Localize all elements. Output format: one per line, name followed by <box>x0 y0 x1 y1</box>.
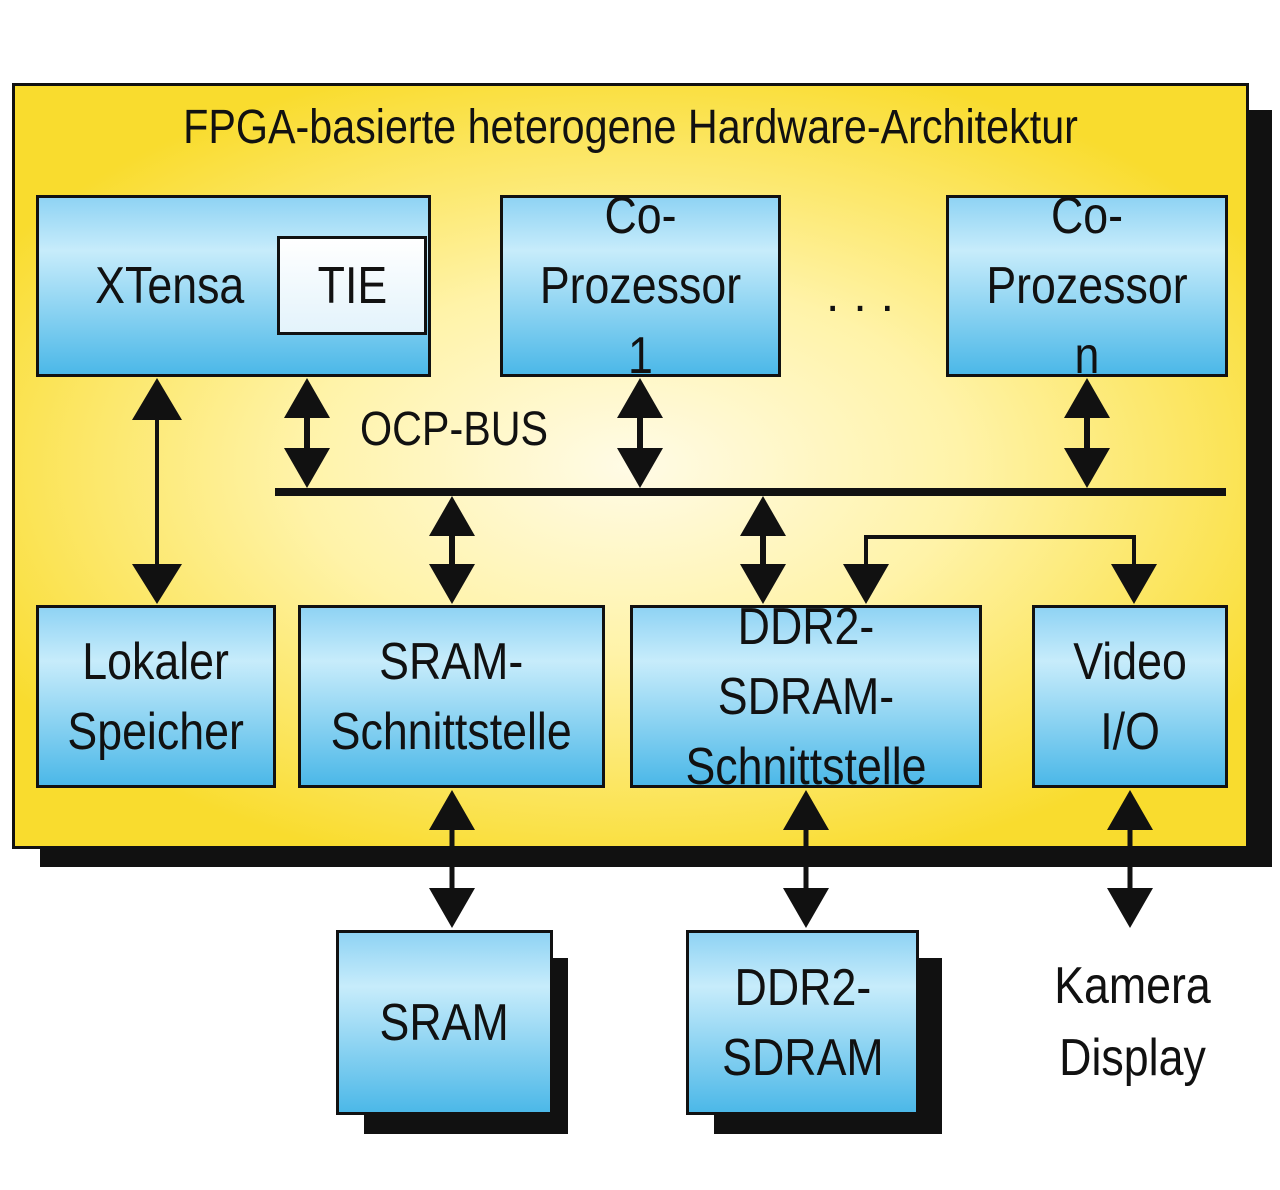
lokaler-speicher-label: Lokaler Speicher <box>67 632 245 761</box>
arrow-down <box>132 564 182 604</box>
arrow-down <box>617 448 663 488</box>
coprozessor-n-label: Co- Prozessor n <box>986 187 1188 385</box>
arrow-down <box>1064 448 1110 488</box>
arrow-down <box>843 564 889 604</box>
video-ddr2-link <box>864 535 1136 566</box>
ddr2-sdram-block: DDR2- SDRAM <box>686 930 919 1115</box>
arrow-down <box>429 564 475 604</box>
ddr2-schnittstelle-block: DDR2-SDRAM- Schnittstelle <box>630 598 982 796</box>
coprozessor-1-block: Co- Prozessor 1 <box>500 187 781 385</box>
ddr2-sdram-label: DDR2- SDRAM <box>721 958 884 1087</box>
ellipsis: ... <box>826 269 909 322</box>
coprozessor-1-label: Co- Prozessor 1 <box>539 187 742 385</box>
video-io-label: Video I/O <box>1073 632 1187 761</box>
arrow-down <box>429 888 475 928</box>
arrow-up <box>132 378 182 420</box>
video-io-block: Video I/O <box>1032 605 1228 788</box>
kamera-display-label: Kamera Display <box>1054 957 1211 1087</box>
arrow-up <box>740 496 786 536</box>
arrow-up <box>429 496 475 536</box>
tie-label: TIE <box>317 256 387 315</box>
arrow-down <box>740 564 786 604</box>
coprozessor-n-block: Co- Prozessor n <box>946 187 1228 385</box>
sram-block: SRAM <box>336 930 553 1115</box>
ddr2-schnittstelle-label: DDR2-SDRAM- Schnittstelle <box>685 597 927 796</box>
arrow-up <box>783 790 829 830</box>
diagram-title: FPGA-basierte heterogene Hardware-Archit… <box>183 101 1078 154</box>
sram-schnittstelle-block: SRAM- Schnittstelle <box>298 605 605 788</box>
ocp-bus-line <box>275 488 1226 496</box>
arrow-up <box>1107 790 1153 830</box>
arrow-up <box>284 378 330 418</box>
arrow-down <box>1111 564 1157 604</box>
arrow-down <box>284 448 330 488</box>
arrow-up <box>1064 378 1110 418</box>
xtensa-label: XTensa <box>95 257 245 315</box>
tie-block: TIE <box>277 236 427 335</box>
arrow-down <box>1107 888 1153 928</box>
ocp-bus-label: OCP-BUS <box>360 403 549 456</box>
arrow-up <box>429 790 475 830</box>
lokaler-speicher-block: Lokaler Speicher <box>36 605 276 788</box>
arrow-down <box>783 888 829 928</box>
sram-label: SRAM <box>379 993 510 1052</box>
arrow-up <box>617 378 663 418</box>
sram-schnittstelle-label: SRAM- Schnittstelle <box>330 632 573 761</box>
